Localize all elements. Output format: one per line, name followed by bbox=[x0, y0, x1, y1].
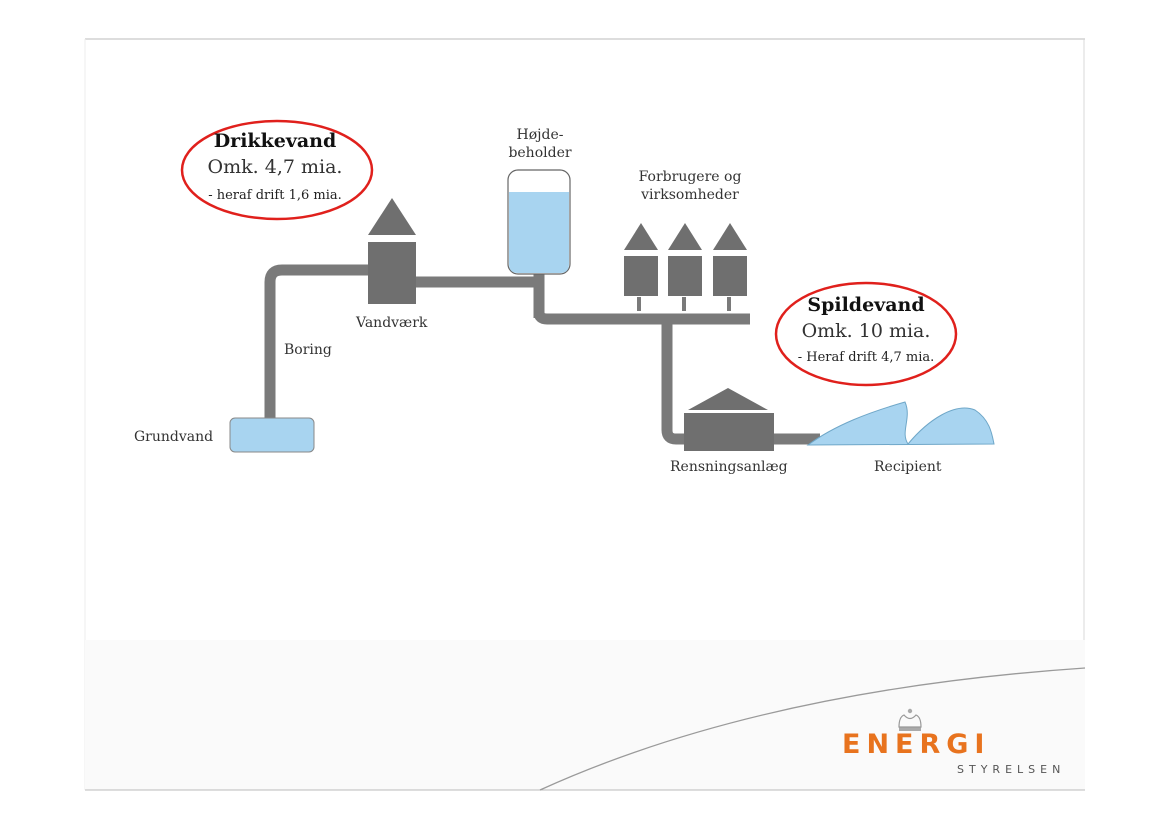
grundvand-tank bbox=[229, 417, 315, 453]
consumer-pipe-2 bbox=[682, 297, 686, 311]
grundvand-label: Grundvand bbox=[134, 429, 214, 445]
decorative-swoosh bbox=[539, 667, 1086, 791]
hojdebeholder-label: Højde- beholder bbox=[490, 126, 590, 162]
house-body-1 bbox=[624, 256, 658, 296]
boring-pipe bbox=[264, 264, 370, 420]
house-body-2 bbox=[668, 256, 702, 296]
recipient-label: Recipient bbox=[874, 459, 942, 475]
vandvaerk-label: Vandværk bbox=[356, 315, 428, 331]
consumer-pipe-3 bbox=[727, 297, 731, 311]
brand-name: ENERGI bbox=[842, 729, 991, 760]
footer-band bbox=[85, 640, 1085, 790]
rensningsanlaeg-roof bbox=[688, 388, 768, 410]
house-roof-1 bbox=[624, 223, 658, 250]
hojdebeholder-label-line1: Højde- bbox=[516, 127, 564, 143]
forbrugere-label-line2: virksomheder bbox=[641, 187, 739, 203]
spildevand-callout-ring bbox=[774, 281, 958, 387]
brand-subtitle: STYRELSEN bbox=[957, 763, 1066, 776]
drikkevand-title: Drikkevand bbox=[213, 130, 337, 152]
crown-icon bbox=[898, 708, 922, 731]
drikkevand-callout-ring bbox=[180, 119, 374, 221]
house-roof-2 bbox=[668, 223, 702, 250]
forbrugere-label: Forbrugere og virksomheder bbox=[620, 168, 760, 204]
vandvaerk-roof bbox=[368, 198, 416, 235]
boring-label: Boring bbox=[284, 342, 332, 358]
consumer-pipe-1 bbox=[637, 297, 641, 311]
rensningsanlaeg-building bbox=[684, 413, 774, 451]
sewer-pipe bbox=[661, 319, 820, 445]
rensningsanlaeg-label: Rensningsanlæg bbox=[670, 459, 788, 475]
hojdebeholder-water bbox=[509, 192, 569, 273]
distribution-pipe bbox=[533, 272, 750, 325]
vandvaerk-pipe bbox=[415, 276, 545, 318]
forbrugere-label-line1: Forbrugere og bbox=[638, 169, 742, 185]
recipient-water bbox=[806, 401, 995, 446]
drikkevand-detail: - heraf drift 1,6 mia. bbox=[208, 188, 342, 203]
house-roof-3 bbox=[713, 223, 747, 250]
drikkevand-amount: Omk. 4,7 mia. bbox=[207, 156, 343, 178]
spildevand-amount: Omk. 10 mia. bbox=[801, 320, 931, 342]
spildevand-detail: - Heraf drift 4,7 mia. bbox=[797, 350, 935, 365]
hojdebeholder-label-line2: beholder bbox=[508, 145, 572, 161]
house-body-3 bbox=[713, 256, 747, 296]
spildevand-title: Spildevand bbox=[807, 294, 925, 316]
vandvaerk-building bbox=[368, 242, 416, 304]
